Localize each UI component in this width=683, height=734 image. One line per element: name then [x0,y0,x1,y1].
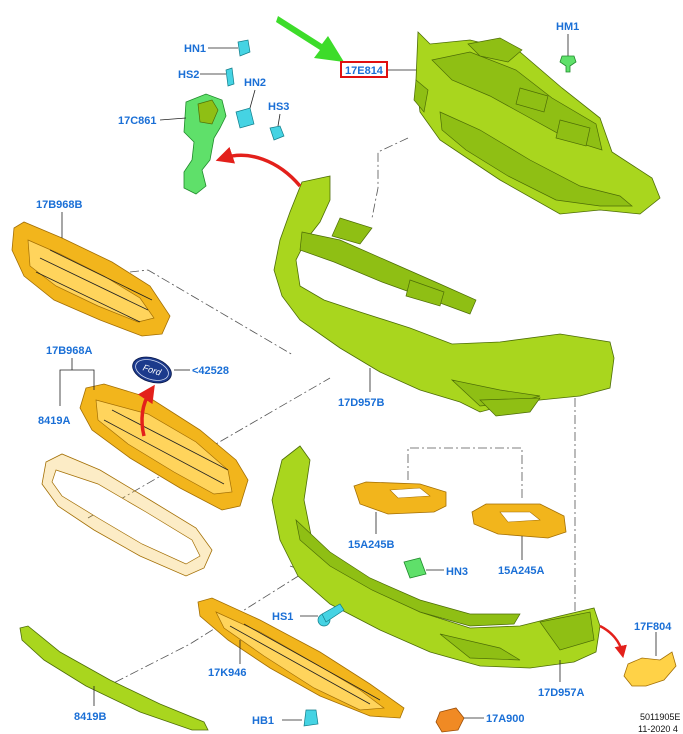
label-15A245A[interactable]: 15A245A [498,565,545,577]
leader-lines [59,47,561,706]
lower-grille-17B968A[interactable] [79,383,249,511]
upper-reinforcement-17E814[interactable] [413,31,661,215]
label-17E814[interactable]: 17E814 [345,65,384,77]
clip-HM1[interactable] [559,34,577,73]
cap-17A900[interactable] [435,707,484,733]
label-17D957B[interactable]: 17D957B [338,397,385,409]
lower-grille-17K946[interactable] [197,597,405,719]
deflector-8419B[interactable] [19,625,209,731]
clip-HN3[interactable] [403,557,444,579]
red-arrow-bracket [215,146,302,188]
labels: HN1 HS2 HN2 HS3 17C861 17E814 HM1 17B968… [36,21,680,734]
reference-date: 11-2020 4 [638,724,678,734]
label-HS3[interactable]: HS3 [268,101,289,113]
bezel-15A245A[interactable] [471,503,567,539]
green-arrow [276,16,344,62]
label-HN2[interactable]: HN2 [244,77,266,89]
label-8419A[interactable]: 8419A [38,415,70,427]
label-HN1[interactable]: HN1 [184,43,206,55]
screw-HS1[interactable] [300,603,345,627]
red-arrow-emblem [137,384,155,437]
label-8419B[interactable]: 8419B [74,711,106,723]
bracket-17F804[interactable] [623,632,677,687]
fastener-HN2[interactable] [235,107,255,129]
label-17B968B[interactable]: 17B968B [36,199,83,211]
label-HM1[interactable]: HM1 [556,21,579,33]
red-arrow-17F804 [599,624,627,659]
upper-grille-17B968B[interactable] [11,221,171,337]
label-HS1[interactable]: HS1 [272,611,293,623]
label-15A245B[interactable]: 15A245B [348,539,395,551]
clip-HB1[interactable] [282,709,319,727]
bezel-15A245B[interactable] [353,481,447,515]
highlight-box-17E814 [340,61,388,78]
reference-number: 5011905E [640,712,680,722]
label-17F804[interactable]: 17F804 [634,621,672,633]
bracket-17C861[interactable] [183,93,227,195]
label-17C861[interactable]: 17C861 [118,115,157,127]
label-17D957A[interactable]: 17D957A [538,687,585,699]
label-HN3[interactable]: HN3 [446,566,468,578]
bumper-cover-17D957B[interactable] [273,175,615,417]
fastener-HS3[interactable] [269,125,285,141]
label-42528[interactable]: <42528 [192,365,229,377]
ford-emblem[interactable]: Ford [129,352,174,387]
label-17A900[interactable]: 17A900 [486,713,525,725]
grille-frame-8419A[interactable] [41,453,213,577]
label-17K946[interactable]: 17K946 [208,667,247,679]
fastener-HN1[interactable] [237,39,251,57]
lower-bumper-cover-17D957A[interactable] [271,445,601,669]
label-HB1[interactable]: HB1 [252,715,274,727]
label-HS2[interactable]: HS2 [178,69,199,81]
fastener-HS2[interactable] [225,67,235,87]
label-17B968A[interactable]: 17B968A [46,345,93,357]
